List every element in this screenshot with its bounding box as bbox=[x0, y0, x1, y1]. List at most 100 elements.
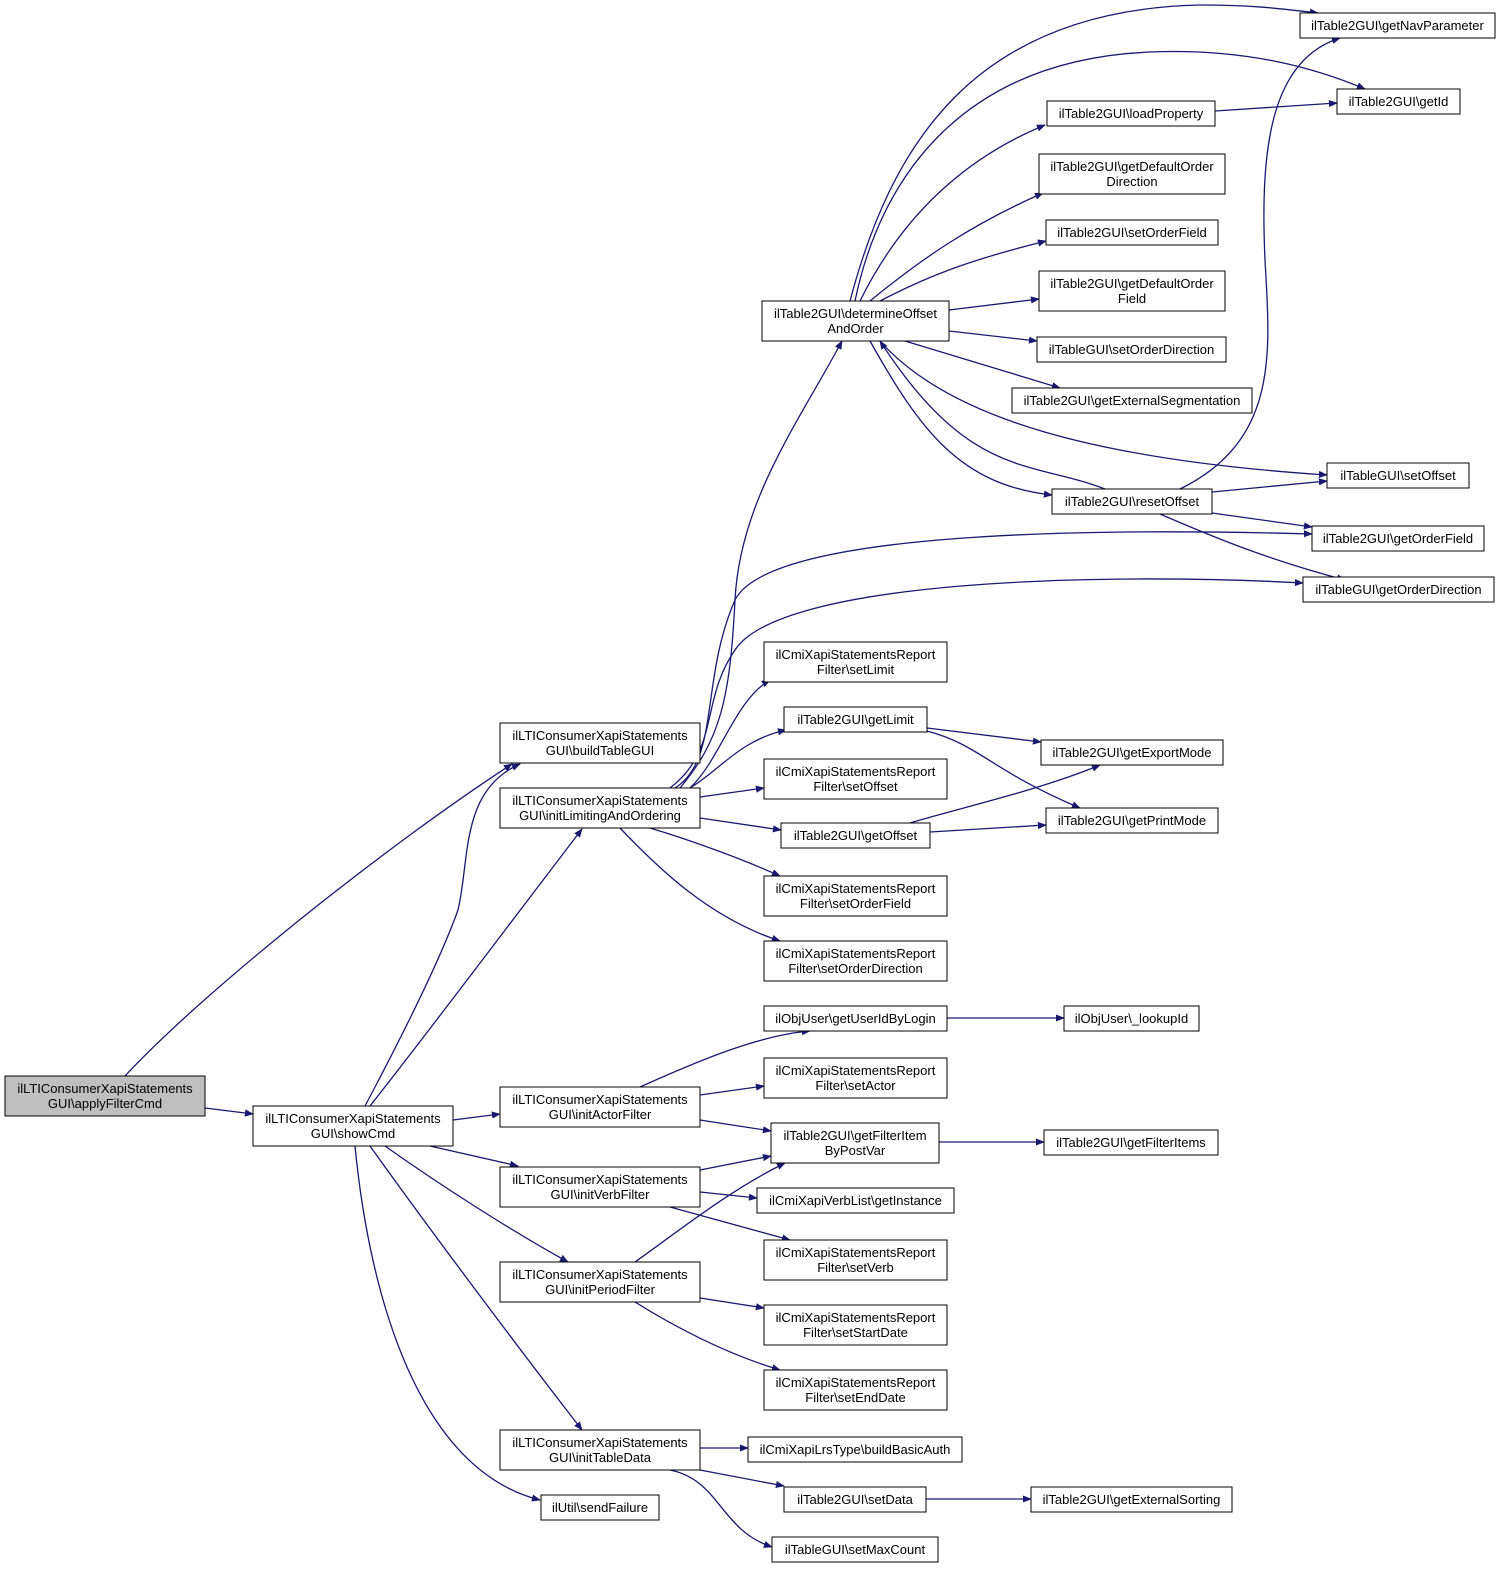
node-box bbox=[1051, 488, 1213, 515]
edge-resetOffset-to-setOffset bbox=[1211, 478, 1328, 493]
edge-getLimit-to-getExportMode bbox=[926, 727, 1042, 745]
node-box bbox=[540, 1494, 660, 1521]
node-label: ilCmiXapiStatementsReport bbox=[776, 946, 936, 961]
node-label: ilTableGUI\setOffset bbox=[1340, 468, 1456, 483]
node-box bbox=[747, 1436, 963, 1463]
node-box bbox=[763, 1369, 948, 1411]
node-getNavParameter[interactable]: ilTable2GUI\getNavParameter bbox=[1299, 12, 1496, 39]
edge-showCmd-to-initTableData bbox=[369, 1145, 583, 1431]
edge-initVerbFilter-to-rf_setVerb bbox=[669, 1206, 791, 1242]
edge-applyFilterCmd-to-showCmd bbox=[204, 1107, 254, 1117]
node-label: Filter\setOrderField bbox=[800, 896, 911, 911]
node-box bbox=[763, 1005, 948, 1032]
node-getUserIdByLogin[interactable]: ilObjUser\getUserIdByLogin bbox=[763, 1005, 948, 1032]
edge-determineOffsetAndOrder-to-getDefaultOrderDirection bbox=[869, 192, 1044, 302]
node-box bbox=[770, 1122, 940, 1164]
node-label: Filter\setStartDate bbox=[803, 1325, 908, 1340]
node-lookupId[interactable]: ilObjUser\_lookupId bbox=[1063, 1005, 1200, 1032]
node-label: ilTable2GUI\getFilterItems bbox=[1056, 1135, 1206, 1150]
node-label: ByPostVar bbox=[825, 1143, 886, 1158]
node-label: Filter\setVerb bbox=[817, 1260, 894, 1275]
node-getOrderField[interactable]: ilTable2GUI\getOrderField bbox=[1311, 525, 1485, 552]
node-box bbox=[756, 1187, 955, 1214]
node-label: GUI\initTableData bbox=[549, 1450, 652, 1465]
node-box bbox=[1311, 525, 1485, 552]
edge-resetOffset-to-getOrderField bbox=[1211, 512, 1313, 530]
node-getExternalSorting[interactable]: ilTable2GUI\getExternalSorting bbox=[1030, 1486, 1233, 1513]
node-getInstance[interactable]: ilCmiXapiVerbList\getInstance bbox=[756, 1187, 955, 1214]
node-box bbox=[1046, 100, 1216, 127]
node-setMaxCount[interactable]: ilTableGUI\setMaxCount bbox=[771, 1536, 939, 1563]
edge-applyFilterCmd-to-buildTableGUI bbox=[124, 763, 513, 1077]
node-label: Filter\setActor bbox=[815, 1078, 896, 1093]
node-label: ilTable2GUI\getDefaultOrder bbox=[1050, 276, 1214, 291]
node-label: ilTable2GUI\getNavParameter bbox=[1311, 18, 1484, 33]
node-box bbox=[1038, 153, 1226, 195]
node-label: ilLTIConsumerXapiStatements bbox=[512, 728, 688, 743]
edge-resetOffset-to-getOrderDirection bbox=[1159, 513, 1346, 582]
edge-determineOffsetAndOrder-to-getId bbox=[854, 50, 1366, 302]
node-rf_setOrderField[interactable]: ilCmiXapiStatementsReportFilter\setOrder… bbox=[763, 875, 948, 917]
node-setData[interactable]: ilTable2GUI\setData bbox=[783, 1486, 927, 1513]
node-label: GUI\initVerbFilter bbox=[551, 1187, 651, 1202]
edge-initLimitingAndOrdering-to-getLimit bbox=[689, 728, 787, 789]
node-box bbox=[1036, 336, 1227, 363]
node-applyFilterCmd[interactable]: ilLTIConsumerXapiStatementsGUI\applyFilt… bbox=[4, 1075, 206, 1117]
edge-determineOffsetAndOrder-to-getDefaultOrderField bbox=[948, 296, 1040, 311]
edges-layer bbox=[124, 4, 1366, 1548]
edge-getOffset-to-getExportMode bbox=[909, 764, 1101, 824]
node-rf_setOffset[interactable]: ilCmiXapiStatementsReportFilter\setOffse… bbox=[763, 758, 948, 800]
node-initActorFilter[interactable]: ilLTIConsumerXapiStatementsGUI\initActor… bbox=[499, 1086, 701, 1128]
node-sendFailure[interactable]: ilUtil\sendFailure bbox=[540, 1494, 660, 1521]
node-initTableData[interactable]: ilLTIConsumerXapiStatementsGUI\initTable… bbox=[499, 1429, 701, 1471]
node-setOffset[interactable]: ilTableGUI\setOffset bbox=[1326, 462, 1470, 489]
node-label: GUI\applyFilterCmd bbox=[48, 1096, 162, 1111]
node-setOrderDirection[interactable]: ilTableGUI\setOrderDirection bbox=[1036, 336, 1227, 363]
node-rf_setEndDate[interactable]: ilCmiXapiStatementsReportFilter\setEndDa… bbox=[763, 1369, 948, 1411]
node-initLimitingAndOrdering[interactable]: ilLTIConsumerXapiStatementsGUI\initLimit… bbox=[499, 787, 701, 829]
node-resetOffset[interactable]: ilTable2GUI\resetOffset bbox=[1051, 488, 1213, 515]
edge-initActorFilter-to-getFilterItemByPostVar bbox=[699, 1119, 772, 1134]
node-buildBasicAuth[interactable]: ilCmiXapiLrsType\buildBasicAuth bbox=[747, 1436, 963, 1463]
node-rf_setStartDate[interactable]: ilCmiXapiStatementsReportFilter\setStart… bbox=[763, 1304, 948, 1346]
node-getId[interactable]: ilTable2GUI\getId bbox=[1336, 88, 1461, 115]
edge-initVerbFilter-to-getFilterItemByPostVar bbox=[699, 1154, 772, 1171]
node-rf_setOrderDirection[interactable]: ilCmiXapiStatementsReportFilter\setOrder… bbox=[763, 940, 948, 982]
node-getFilterItems[interactable]: ilTable2GUI\getFilterItems bbox=[1043, 1129, 1219, 1156]
edge-initLimitingAndOrdering-to-rf_setLimit bbox=[689, 679, 771, 789]
node-initPeriodFilter[interactable]: ilLTIConsumerXapiStatementsGUI\initPerio… bbox=[499, 1261, 701, 1303]
node-label: ilTable2GUI\getLimit bbox=[797, 712, 914, 727]
node-getOffset[interactable]: ilTable2GUI\getOffset bbox=[780, 822, 931, 849]
node-getLimit[interactable]: ilTable2GUI\getLimit bbox=[783, 706, 928, 733]
node-box bbox=[780, 822, 931, 849]
node-label: GUI\initActorFilter bbox=[549, 1107, 652, 1122]
node-getOrderDirection[interactable]: ilTableGUI\getOrderDirection bbox=[1302, 576, 1495, 603]
node-setOrderField[interactable]: ilTable2GUI\setOrderField bbox=[1045, 219, 1219, 246]
node-getExportMode[interactable]: ilTable2GUI\getExportMode bbox=[1040, 739, 1224, 766]
node-getPrintMode[interactable]: ilTable2GUI\getPrintMode bbox=[1045, 807, 1219, 834]
node-getExternalSegmentation[interactable]: ilTable2GUI\getExternalSegmentation bbox=[1011, 387, 1253, 414]
edge-initLimitingAndOrdering-to-rf_setOrderDirection bbox=[619, 827, 781, 942]
node-loadProperty[interactable]: ilTable2GUI\loadProperty bbox=[1046, 100, 1216, 127]
node-label: Filter\setEndDate bbox=[805, 1390, 905, 1405]
edge-initLimitingAndOrdering-to-getOrderDirection bbox=[669, 578, 1304, 789]
node-initVerbFilter[interactable]: ilLTIConsumerXapiStatementsGUI\initVerbF… bbox=[499, 1166, 701, 1208]
node-label: Filter\setOrderDirection bbox=[788, 961, 922, 976]
node-label: GUI\initLimitingAndOrdering bbox=[519, 808, 681, 823]
edge-showCmd-to-buildTableGUI bbox=[364, 763, 521, 1107]
node-buildTableGUI[interactable]: ilLTIConsumerXapiStatementsGUI\buildTabl… bbox=[499, 722, 701, 764]
node-label: GUI\buildTableGUI bbox=[546, 743, 654, 758]
node-box bbox=[763, 875, 948, 917]
edge-initPeriodFilter-to-getFilterItemByPostVar bbox=[634, 1162, 786, 1263]
node-box bbox=[252, 1105, 454, 1147]
edge-determineOffsetAndOrder-to-setOffset bbox=[879, 340, 1328, 479]
